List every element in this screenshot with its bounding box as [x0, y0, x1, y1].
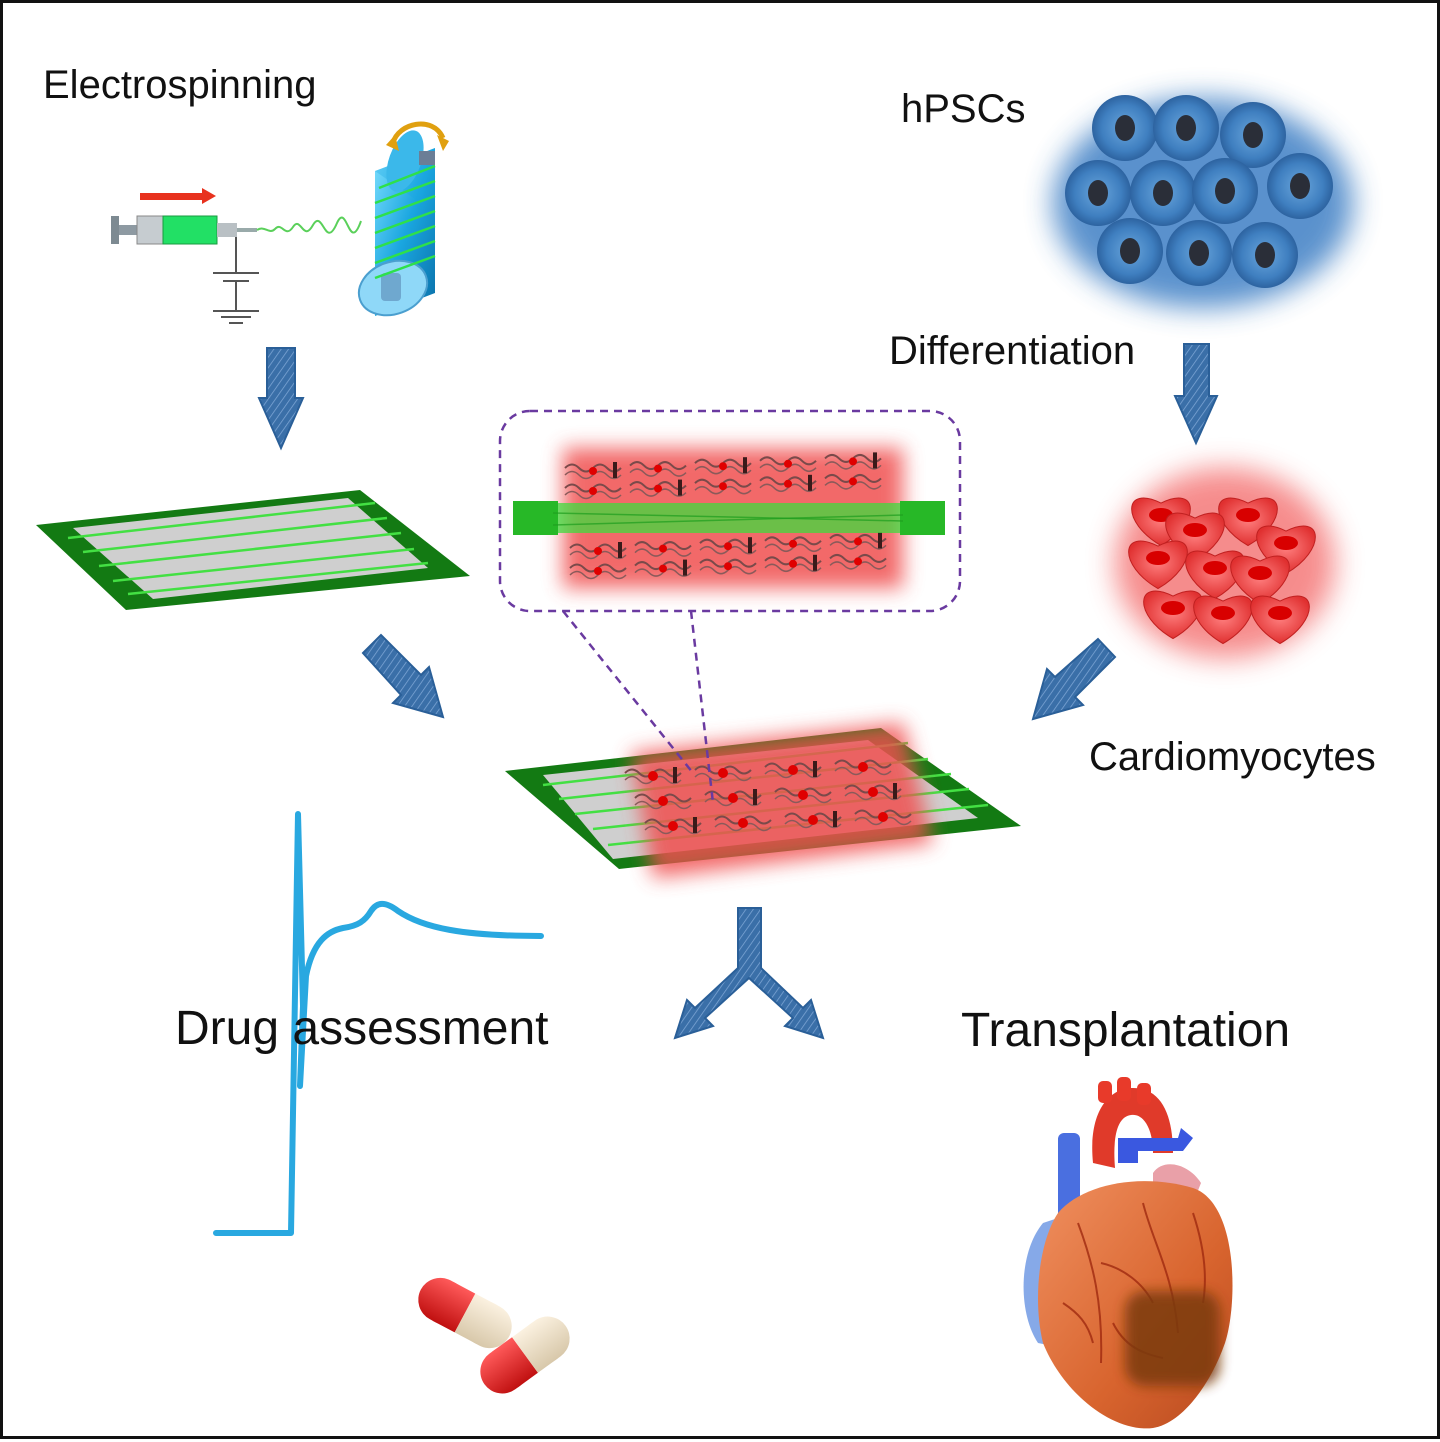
diagonal-arrow-left [361, 633, 445, 719]
hpscs-label: hPSCs [901, 87, 1026, 131]
split-arrow [673, 907, 825, 1040]
transplantation-label: Transplantation [961, 1004, 1291, 1057]
stem-cell [1192, 158, 1258, 224]
tissue-cell [699, 537, 757, 555]
tissue-cell [759, 456, 817, 473]
cardiomyocytes-label: Cardiomyocytes [1089, 735, 1376, 779]
tissue-cell [629, 461, 687, 477]
tissue-cell [834, 759, 892, 776]
tissue-cell [569, 542, 627, 560]
stem-cell [1153, 95, 1219, 161]
tissue-cell [854, 809, 912, 826]
tissue-cell [644, 817, 702, 835]
tissue-cell [564, 483, 622, 500]
tissue-cell [774, 787, 832, 804]
capsule-icon [418, 1277, 570, 1394]
tissue-cell [634, 541, 692, 557]
differentiation-label: Differentiation [889, 329, 1136, 373]
tissue-cell [764, 536, 822, 553]
stem-cell [1267, 153, 1333, 219]
cardiomyocyte-cell [1193, 595, 1253, 645]
cardiomyocyte-cell [1128, 540, 1188, 590]
tissue-cell [634, 793, 692, 810]
fiber-jet [256, 216, 362, 234]
rotating-drum-icon [357, 121, 449, 317]
tissue-cell [824, 452, 882, 470]
tissue-cell [824, 473, 882, 490]
stem-cell [1166, 220, 1232, 286]
diagonal-arrow-right [1031, 637, 1117, 721]
tissue-cell [704, 789, 762, 807]
heart-icon [1023, 1077, 1233, 1429]
tissue-cell [634, 559, 692, 577]
heart-cell-cluster-icon [1115, 468, 1335, 658]
down-arrow-right [1173, 343, 1219, 446]
drug-assessment-label: Drug assessment [175, 1002, 549, 1055]
tissue-cell [699, 558, 757, 575]
stem-cell [1097, 218, 1163, 284]
aligned-fiber-scaffold [36, 490, 470, 610]
down-arrow-left [257, 347, 305, 451]
tissue-cell [694, 457, 752, 475]
stem-cell-cluster-icon [1053, 95, 1353, 308]
cardiomyocyte-cell [1250, 595, 1310, 645]
tissue-cell [784, 811, 842, 829]
tissue-cell [829, 532, 887, 550]
tissue-cell [694, 478, 752, 495]
tissue-cell [764, 761, 822, 779]
tissue-cell [624, 767, 682, 785]
tissue-cell [569, 563, 627, 580]
tissue-cell [629, 479, 687, 497]
engineered-tissue-scaffold [505, 723, 1021, 878]
magnified-inset [498, 409, 962, 804]
tissue-cell [759, 474, 817, 493]
tissue-cell [844, 783, 902, 801]
action-potential-trace-icon [213, 811, 544, 1236]
stem-cell [1232, 222, 1298, 288]
tissue-cell [829, 553, 887, 570]
stem-cell [1130, 160, 1196, 226]
direction-arrow-icon [140, 188, 216, 204]
tissue-cell [694, 765, 752, 782]
cardiomyocyte-cell [1230, 555, 1290, 605]
tissue-cell [564, 462, 622, 480]
tissue-cell [714, 815, 772, 832]
tissue-cell [764, 554, 822, 573]
electrospinning-apparatus [111, 121, 449, 324]
stem-cell [1220, 102, 1286, 168]
syringe-icon [111, 215, 259, 324]
electrospinning-label: Electrospinning [43, 63, 317, 107]
schematic-diagram [36, 95, 1353, 1429]
stem-cell [1092, 95, 1158, 161]
stem-cell [1065, 160, 1131, 226]
